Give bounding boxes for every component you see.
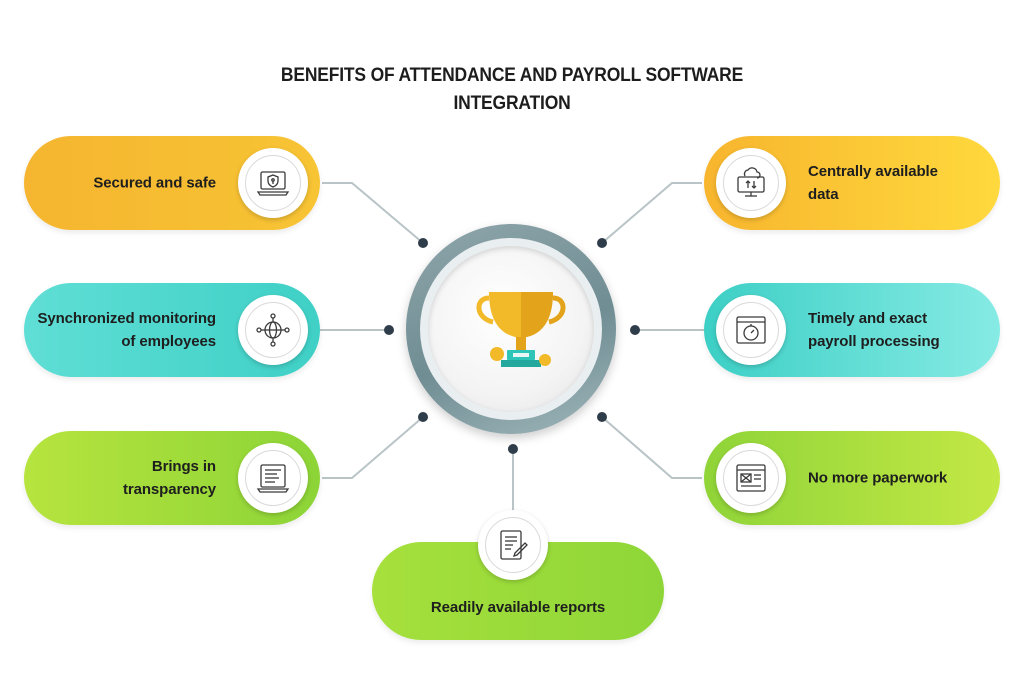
connector-dot <box>418 412 428 422</box>
benefit-label: Centrally available data <box>808 160 958 206</box>
benefit-label-text: Synchronized monitoring of employees <box>37 310 216 350</box>
connector-dot <box>630 325 640 335</box>
benefit-no-more-paperwork: No more paperwork <box>704 431 1000 525</box>
benefit-readily-available-reports: Readily available reports <box>372 542 664 640</box>
page-title: BENEFITS OF ATTENDANCE AND PAYROLL SOFTW… <box>280 65 744 114</box>
benefit-label-text: Brings in transparency <box>122 458 216 498</box>
benefit-synchronized-monitoring: Synchronized monitoring of employees <box>24 283 320 377</box>
web-layout-icon <box>736 464 766 492</box>
connector-dot <box>597 412 607 422</box>
connector-dot <box>508 444 518 454</box>
benefit-label: Timely and exact payroll processing <box>808 307 958 353</box>
benefit-label: Secured and safe <box>93 174 216 192</box>
benefit-label: No more paperwork <box>808 469 948 487</box>
benefit-label: Synchronized monitoring of employees <box>26 307 216 353</box>
stopwatch-window-icon <box>736 316 766 344</box>
center-badge <box>406 224 616 434</box>
cloud-computer-icon <box>737 167 765 197</box>
benefit-brings-in-transparency: Brings in transparency <box>24 431 320 525</box>
benefit-label-text: Timely and exact payroll processing <box>808 310 940 350</box>
connector-dot <box>597 238 607 248</box>
report-pen-icon <box>500 530 528 560</box>
trophy-icon <box>476 292 566 367</box>
connector-dot <box>384 325 394 335</box>
benefit-secured-and-safe: Secured and safe <box>24 136 320 230</box>
network-globe-icon <box>256 313 290 347</box>
laptop-shield-icon <box>256 171 290 196</box>
benefit-label: Readily available reports <box>430 599 606 616</box>
connector-dot <box>418 238 428 248</box>
benefit-label-text: Centrally available data <box>808 163 938 203</box>
benefit-label: Brings in transparency <box>106 455 216 501</box>
benefit-timely-payroll-processing: Timely and exact payroll processing <box>704 283 1000 377</box>
benefit-centrally-available-data: Centrally available data <box>704 136 1000 230</box>
document-list-icon <box>256 464 290 493</box>
